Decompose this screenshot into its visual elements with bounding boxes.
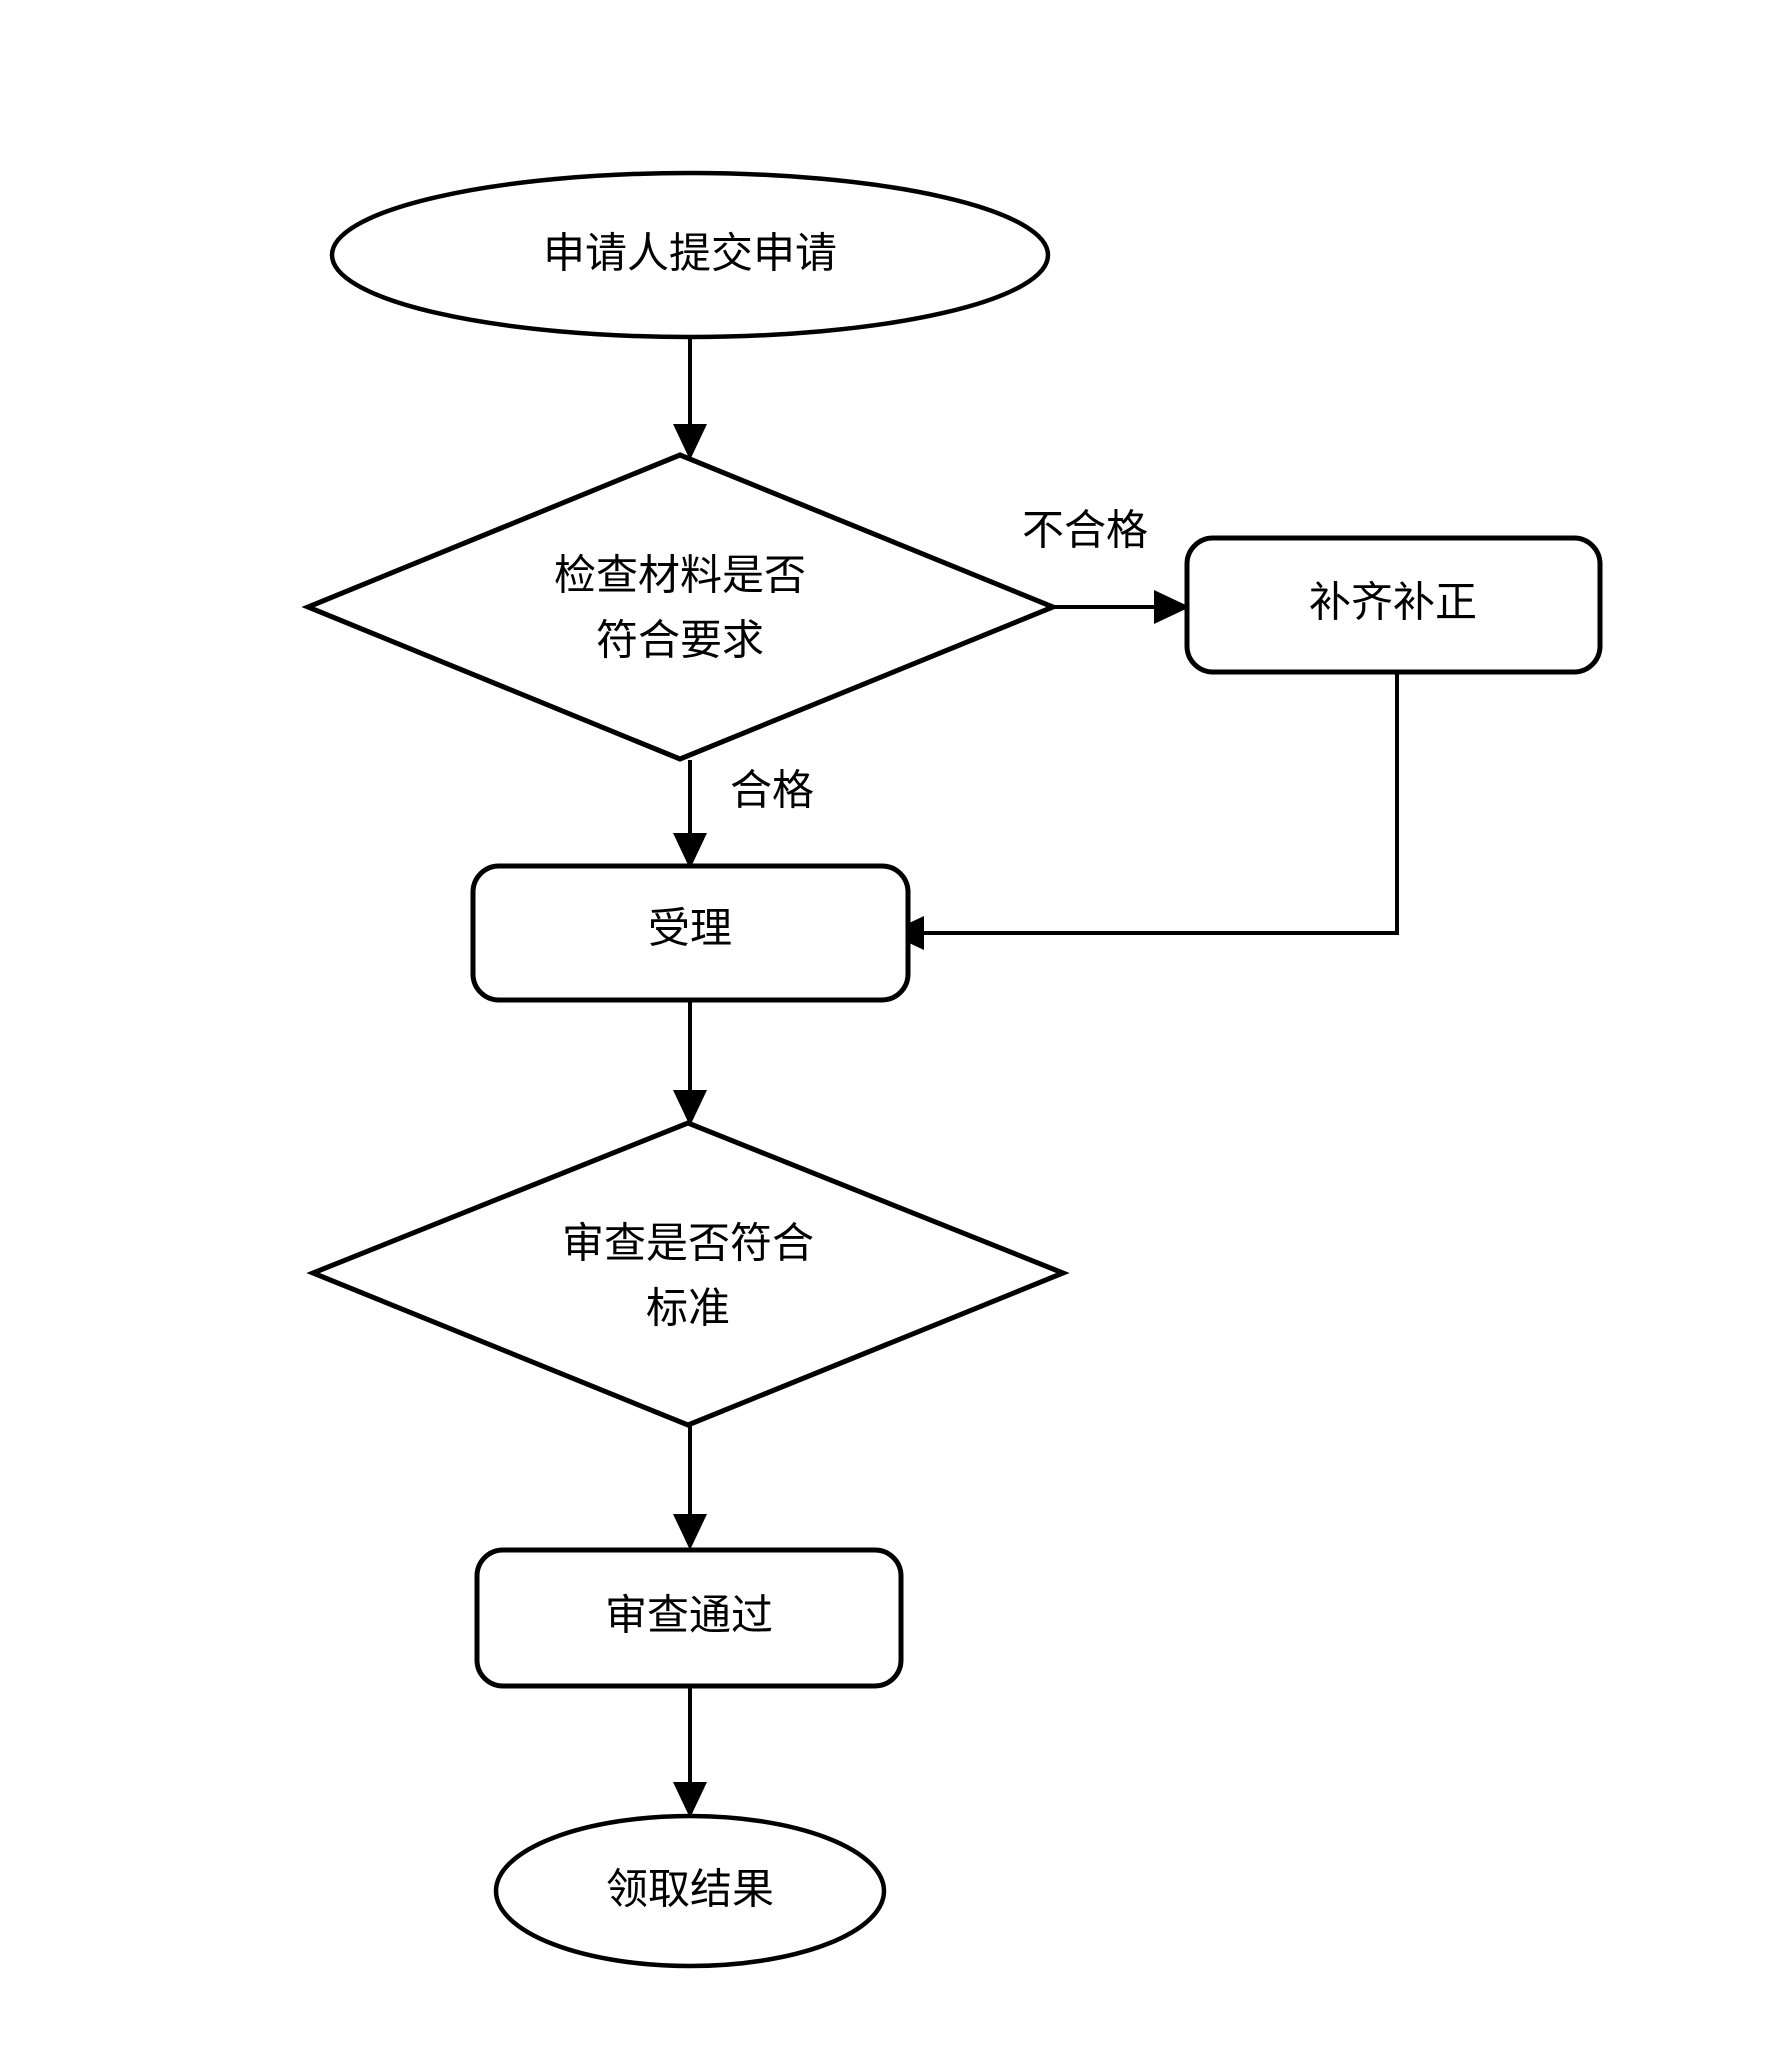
edge-label-fail: 不合格 bbox=[1022, 509, 1148, 555]
node-accept[interactable]: 受理 bbox=[470, 863, 911, 1003]
arrowhead-icon bbox=[673, 424, 707, 460]
accept-rect-shape bbox=[470, 863, 911, 1003]
node-review-standard[interactable]: 审查是否符合 标准 bbox=[306, 1120, 1070, 1428]
edge-review-to-approved bbox=[673, 1425, 707, 1550]
node-approved-label: 审查通过 bbox=[605, 1593, 773, 1640]
node-start-label: 申请人提交申请 bbox=[543, 231, 837, 278]
review-diamond-shape bbox=[306, 1120, 1070, 1428]
edge-label-pass: 合格 bbox=[730, 769, 814, 815]
edge-start-to-check bbox=[673, 336, 707, 460]
node-check-materials[interactable]: 检查材料是否 符合要求 bbox=[301, 452, 1060, 762]
node-supplement-label: 补齐补正 bbox=[1309, 581, 1477, 627]
node-check-label-line1: 检查材料是否 bbox=[554, 553, 806, 600]
edge-check-to-supplement bbox=[1053, 590, 1190, 624]
start-ellipse-shape bbox=[329, 170, 1051, 340]
node-start[interactable]: 申请人提交申请 bbox=[329, 170, 1051, 340]
edge-accept-to-review bbox=[673, 1001, 707, 1126]
node-check-label-line2: 符合要求 bbox=[596, 619, 764, 665]
arrowhead-icon bbox=[673, 833, 707, 869]
arrowhead-icon bbox=[1154, 590, 1190, 624]
arrowhead-icon bbox=[673, 1782, 707, 1818]
arrowhead-icon bbox=[673, 1090, 707, 1126]
arrowhead-icon bbox=[673, 1514, 707, 1550]
supplement-rect-shape bbox=[1184, 535, 1603, 675]
node-result[interactable]: 领取结果 bbox=[493, 1813, 887, 1969]
node-accept-label: 受理 bbox=[648, 907, 732, 953]
node-review-label-line1: 审查是否符合 bbox=[562, 1221, 814, 1268]
check-diamond-shape bbox=[301, 452, 1060, 762]
result-ellipse-shape bbox=[493, 1813, 887, 1969]
edge-check-to-accept bbox=[673, 760, 707, 869]
edge-approved-to-result bbox=[673, 1686, 707, 1818]
node-approved[interactable]: 审查通过 bbox=[474, 1547, 904, 1689]
node-supplement[interactable]: 补齐补正 bbox=[1184, 535, 1603, 675]
node-review-label-line2: 标准 bbox=[646, 1287, 730, 1333]
approved-rect-shape bbox=[474, 1547, 904, 1689]
edge-supplement-to-accept bbox=[888, 672, 1399, 950]
node-result-label: 领取结果 bbox=[606, 1868, 774, 1914]
